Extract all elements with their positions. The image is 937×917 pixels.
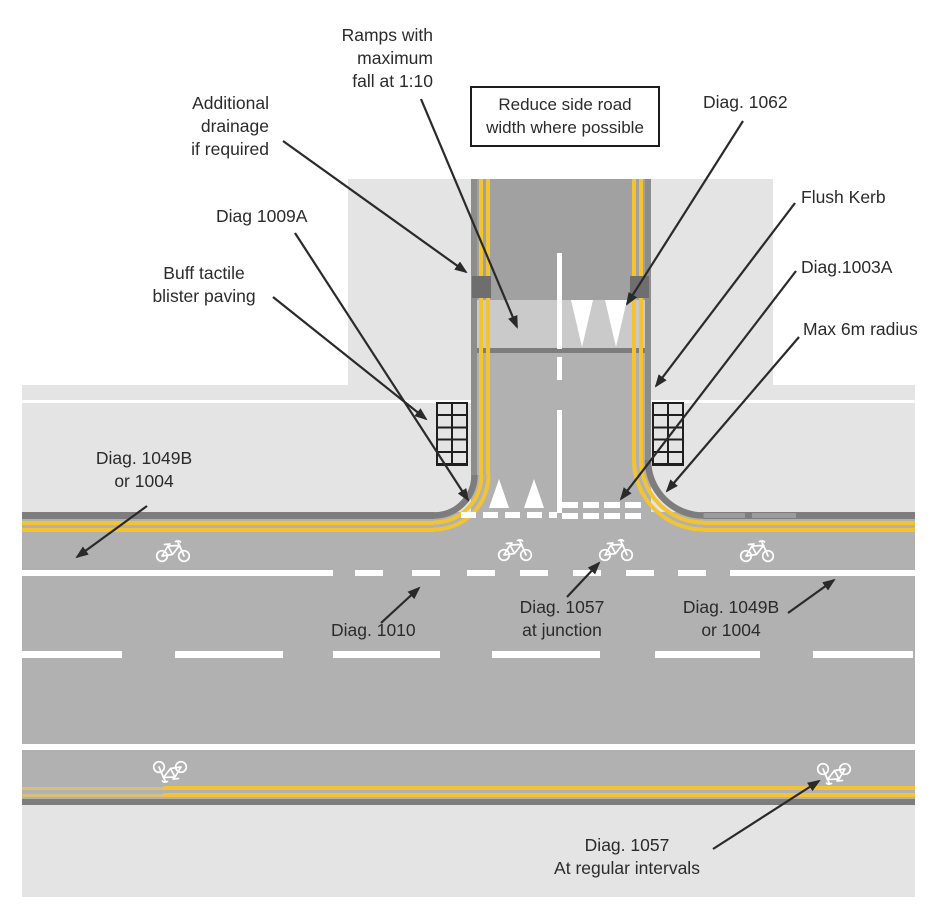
- cycle-symbol-icon: [816, 762, 852, 785]
- yellow-line-faded: [22, 787, 163, 790]
- label-flush-kerb: Flush Kerb: [801, 187, 886, 207]
- label-additional-drainage: Additional drainage if required: [191, 93, 269, 159]
- cycle-lane-dash: [467, 570, 495, 576]
- centre-line-dash: [22, 651, 122, 658]
- drainage-ramp-right: [630, 276, 649, 298]
- cycle-symbol-icon: [152, 760, 188, 783]
- cycle-lane-line-solid-right: [730, 570, 915, 576]
- label-diag-1010: Diag. 1010: [331, 620, 416, 640]
- give-way-double-dash: [562, 502, 578, 508]
- kerb-top-left: [22, 512, 434, 519]
- cycle-lane-dash: [626, 570, 654, 576]
- give-way-double-dash: [583, 502, 599, 508]
- flush-kerb-patch: [703, 513, 745, 518]
- tactile-paving-right: [652, 402, 684, 466]
- centre-line-dash: [492, 651, 600, 658]
- flush-kerb-patch: [752, 513, 796, 518]
- give-way-triangle-down: [605, 300, 627, 347]
- cycle-lane-dash: [520, 570, 548, 576]
- label-ramps: Ramps with maximum fall at 1:10: [341, 25, 433, 91]
- kerb-bottom: [22, 799, 915, 805]
- give-way-double-dash: [625, 502, 641, 508]
- raised-table-kerb-line: [471, 348, 651, 353]
- drainage-ramp-left: [472, 276, 491, 298]
- give-way-double-dash: [604, 502, 620, 508]
- label-buff-tactile: Buff tactile blister paving: [152, 263, 256, 306]
- yellow-line: [479, 179, 483, 475]
- yellow-line: [163, 786, 915, 790]
- side-road-kerb-right: [645, 179, 651, 460]
- give-way-triangle-down: [571, 300, 593, 347]
- cycle-lane-dash: [355, 570, 383, 576]
- cycle-lane-dash: [573, 570, 601, 576]
- yellow-line: [639, 179, 643, 460]
- cycle-lane-dash: [412, 570, 440, 576]
- kerb-top-right: [703, 512, 915, 519]
- cycle-symbol-icon: [497, 539, 533, 562]
- tactile-paving-left: [436, 402, 468, 466]
- label-diag-1062: Diag. 1062: [703, 92, 788, 112]
- give-way-triangle-up: [489, 479, 509, 508]
- cycle-symbol-icon: [155, 540, 191, 563]
- label-diag-1049b-right: Diag. 1049B or 1004: [682, 597, 780, 640]
- give-way-triangle-up: [524, 479, 544, 508]
- centre-line-dash: [175, 651, 283, 658]
- label-diag-1057-junction: Diag. 1057 at junction: [519, 597, 605, 640]
- yellow-line: [703, 528, 915, 532]
- side-road-centre-line: [557, 357, 562, 380]
- label-diag-1003a: Diag.1003A: [801, 257, 893, 277]
- give-way-double-dash: [625, 513, 641, 519]
- yellow-line: [22, 528, 434, 532]
- side-road-centre-line: [557, 410, 562, 513]
- give-way-dash: [483, 512, 498, 518]
- centre-line-dash: [333, 651, 440, 658]
- centre-line-dash: [655, 651, 760, 658]
- side-road-kerb-left: [471, 179, 477, 475]
- label-diag-1009a: Diag 1009A: [216, 206, 308, 226]
- footway-boundary-line: [22, 400, 915, 403]
- centre-line-dash: [813, 651, 913, 658]
- yellow-line: [486, 179, 490, 475]
- give-way-double-dash: [562, 513, 578, 519]
- cycle-lane-line-solid-bottom: [22, 744, 915, 750]
- cycle-lane-dash: [678, 570, 706, 576]
- yellow-line: [632, 179, 636, 460]
- give-way-dash: [461, 512, 476, 518]
- give-way-dash: [549, 512, 557, 518]
- label-reduce-side-road-box: Reduce side road width where possible: [470, 86, 660, 147]
- yellow-line: [22, 521, 434, 525]
- label-max-6m-radius: Max 6m radius: [803, 319, 918, 339]
- yellow-line: [163, 793, 915, 797]
- yellow-line: [703, 521, 915, 525]
- label-diag-1049b-left: Diag. 1049B or 1004: [95, 448, 193, 491]
- yellow-line-faded: [22, 794, 163, 797]
- cycle-lane-line-solid-left: [22, 570, 333, 576]
- give-way-dash: [527, 512, 542, 518]
- give-way-double-dash: [604, 513, 620, 519]
- side-road-centre-line: [557, 253, 562, 349]
- label-diag-1057-regular: Diag. 1057 At regular intervals: [554, 835, 700, 878]
- cycle-symbol-icon: [598, 539, 634, 562]
- give-way-dash: [505, 512, 520, 518]
- give-way-double-dash: [583, 513, 599, 519]
- cycle-symbol-icon: [739, 540, 775, 563]
- main-footway-bottom: [22, 805, 915, 897]
